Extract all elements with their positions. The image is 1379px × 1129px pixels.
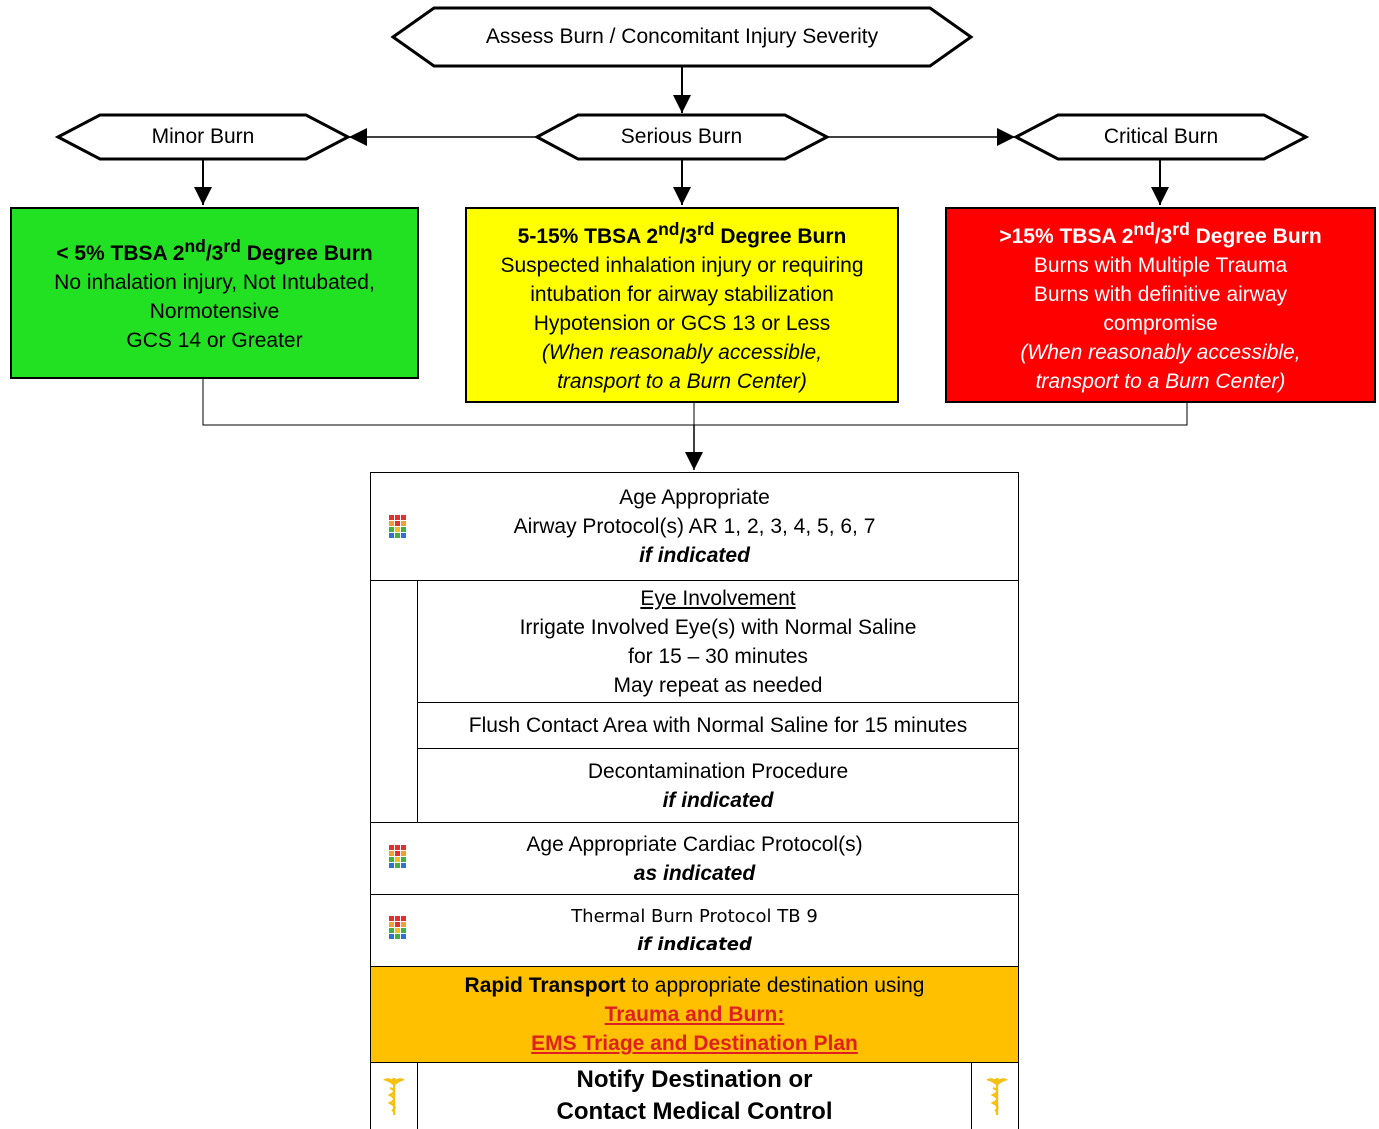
serious-note-2: transport to a Burn Center)	[557, 369, 807, 393]
minor-line-3: GCS 14 or Greater	[126, 328, 303, 352]
notify-line-2: Contact Medical Control	[556, 1098, 833, 1125]
ems-triage-destination-link[interactable]: EMS Triage and Destination Plan	[531, 1032, 858, 1055]
airway-protocol-grid-icon[interactable]	[389, 515, 406, 538]
minor-line-1: No inhalation injury, Not Intubated,	[54, 270, 375, 294]
critical-line-1: Burns with Multiple Trauma	[1033, 253, 1288, 277]
serious-burn-node: Serious Burn	[578, 115, 785, 159]
eye-line-3: May repeat as needed	[613, 673, 823, 697]
serious-burn-label: Serious Burn	[620, 125, 743, 148]
trauma-burn-link[interactable]: Trauma and Burn:	[604, 1003, 785, 1026]
decontamination-step: Decontamination Procedure if indicated	[417, 748, 1019, 822]
top-hexagon-shape	[390, 6, 974, 68]
critical-burn-node: Critical Burn	[1058, 115, 1264, 159]
decon-line-2: if indicated	[662, 788, 774, 812]
caduceus-icon	[986, 1078, 1008, 1115]
minor-heading: < 5% TBSA 2nd/3rd Degree Burn	[56, 235, 373, 265]
cardiac-line-2: as indicated	[633, 861, 756, 885]
critical-heading: >15% TBSA 2nd/3rd Degree Burn	[999, 218, 1322, 248]
transport-rest: to appropriate destination using	[625, 974, 925, 997]
critical-note-2: transport to a Burn Center)	[1035, 369, 1286, 393]
flush-contact-step: Flush Contact Area with Normal Saline fo…	[417, 702, 1019, 748]
thermal-line-2: if indicated	[637, 933, 752, 955]
critical-line-2: Burns with definitive airway	[1033, 282, 1288, 306]
minor-burn-criteria-box: < 5% TBSA 2nd/3rd Degree Burn No inhalat…	[10, 207, 419, 379]
cardiac-protocol-grid-icon[interactable]	[389, 845, 406, 868]
flush-label: Flush Contact Area with Normal Saline fo…	[468, 714, 968, 737]
airway-protocol-step: Age Appropriate Airway Protocol(s) AR 1,…	[370, 472, 1019, 580]
decon-spacer	[370, 580, 418, 822]
eye-title: Eye Involvement	[640, 586, 796, 610]
serious-hexagon-shape	[533, 113, 831, 161]
thermal-protocol-grid-icon[interactable]	[389, 916, 406, 939]
serious-heading: 5-15% TBSA 2nd/3rd Degree Burn	[517, 218, 847, 248]
rapid-transport-step: Rapid Transport to appropriate destinati…	[370, 966, 1019, 1062]
minor-line-2: Normotensive	[149, 299, 280, 323]
eye-involvement-step: Eye Involvement Irrigate Involved Eye(s)…	[417, 580, 1019, 702]
critical-hexagon-shape	[1012, 113, 1310, 161]
assess-severity-node: Assess Burn / Concomitant Injury Severit…	[434, 8, 930, 66]
serious-line-1: Suspected inhalation injury or requiring	[500, 253, 864, 277]
critical-line-3: compromise	[1103, 311, 1218, 335]
critical-burn-criteria-box: >15% TBSA 2nd/3rd Degree Burn Burns with…	[945, 207, 1376, 403]
serious-line-3: Hypotension or GCS 13 or Less	[533, 311, 831, 335]
airway-line-1: Age Appropriate	[619, 486, 770, 509]
caduceus-icon	[383, 1078, 405, 1115]
notify-right-cell	[972, 1062, 1019, 1129]
notify-left-cell	[370, 1062, 418, 1129]
thermal-line-1: Thermal Burn Protocol TB 9	[571, 905, 818, 927]
cardiac-protocol-step: Age Appropriate Cardiac Protocol(s) as i…	[370, 822, 1019, 894]
airway-line-3: if indicated	[639, 544, 750, 567]
assess-severity-label: Assess Burn / Concomitant Injury Severit…	[485, 25, 879, 48]
eye-line-2: for 15 – 30 minutes	[628, 644, 808, 668]
critical-burn-label: Critical Burn	[1103, 125, 1219, 148]
decon-line-1: Decontamination Procedure	[587, 759, 849, 783]
minor-hexagon-shape	[54, 113, 352, 161]
treatment-column: Age Appropriate Airway Protocol(s) AR 1,…	[370, 472, 1019, 1129]
airway-line-2: Airway Protocol(s) AR 1, 2, 3, 4, 5, 6, …	[513, 515, 876, 538]
thermal-burn-protocol-step: Thermal Burn Protocol TB 9 if indicated	[370, 894, 1019, 966]
serious-line-2: intubation for airway stabilization	[530, 282, 834, 306]
notify-medical-control-step: Notify Destination or Contact Medical Co…	[417, 1062, 972, 1129]
serious-burn-criteria-box: 5-15% TBSA 2nd/3rd Degree Burn Suspected…	[465, 207, 899, 403]
critical-note-1: (When reasonably accessible,	[1020, 340, 1301, 364]
eye-line-1: Irrigate Involved Eye(s) with Normal Sal…	[519, 615, 917, 639]
transport-bold: Rapid Transport	[464, 974, 626, 997]
minor-burn-label: Minor Burn	[151, 125, 255, 148]
transport-line-1: Rapid Transport to appropriate destinati…	[465, 971, 925, 1000]
notify-line-1: Notify Destination or	[576, 1066, 813, 1093]
cardiac-line-1: Age Appropriate Cardiac Protocol(s)	[526, 832, 863, 856]
minor-burn-node: Minor Burn	[100, 115, 306, 159]
serious-note-1: (When reasonably accessible,	[541, 340, 823, 364]
